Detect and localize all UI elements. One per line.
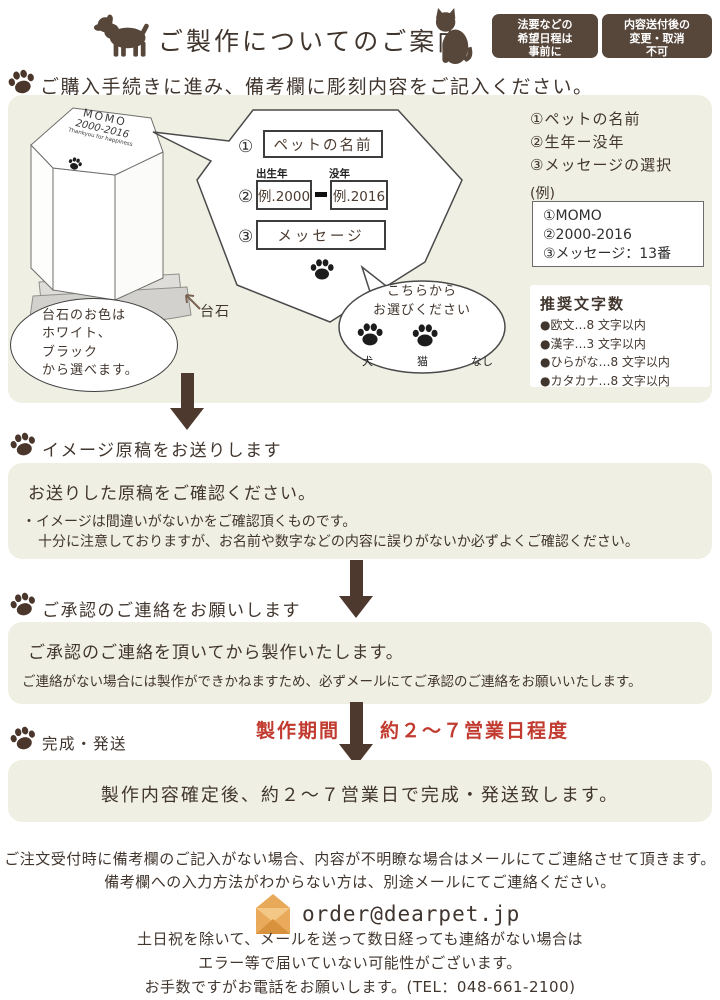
option-cat-label: 猫: [417, 355, 428, 368]
contact-email: order@dearpet.jp: [302, 902, 521, 926]
step2-line1: お送りした原稿をご確認ください。: [28, 484, 316, 504]
example-label: (例): [530, 186, 555, 202]
step4-panel: 製作内容確定後、約２～７営業日で完成・発送致します。: [8, 760, 712, 822]
step2-panel: お送りした原稿をご確認ください。 ・イメージは間違いがないかをご確認頂くものです…: [8, 463, 712, 559]
flow-arrow-down: [339, 702, 373, 766]
form-paw-icon: [310, 259, 334, 280]
step1-panel: MOMO 2000-2016 Thankyou for happiness 台石…: [8, 95, 712, 403]
engraving-form-balloon: [152, 109, 463, 323]
base-label: 台石: [200, 304, 230, 320]
step-number-2: ②: [238, 187, 254, 207]
flow-arrow-down: [339, 560, 373, 618]
engraving-legend: ①ペットの名前 ②生年ー没年 ③メッセージの選択: [530, 110, 673, 174]
base-color-bubble-text: 台石のお色は ホワイト、 ブラック から選べます。: [42, 308, 139, 379]
step3-line2: ご連絡がない場合には製作ができかねますため、必ずメールにてご承認のご連絡をお願い…: [22, 674, 642, 690]
step3-panel: ご承認のご連絡を頂いてから製作いたします。 ご連絡がない場合には製作ができかねま…: [8, 622, 712, 704]
production-period-label: 製作期間: [256, 720, 341, 742]
choose-bubble-text: こちらから お選びください: [372, 284, 471, 318]
option-none-label: なし: [471, 355, 493, 368]
recommended-characters-box: 推奨文字数 ●欧文…8 文字以内 ●漢字…3 文字以内 ●ひらがな…8 文字以内…: [530, 285, 710, 388]
step3-heading: ご承認のご連絡をお願いします: [42, 601, 301, 621]
base-color-bubble: [10, 298, 178, 392]
footer-note-2: 備考欄への入力方法がわからない方は、別途メールにてご連絡ください。: [104, 873, 616, 891]
step3-line1: ご承認のご連絡を頂いてから製作いたします。: [28, 643, 404, 663]
step4-heading: 完成・発送: [42, 735, 128, 753]
birth-year-label: 出生年: [256, 168, 288, 180]
notice-badge-no-change: 内容送付後の 変更・取消 不可: [602, 14, 712, 58]
step2-heading: イメージ原稿をお送りします: [42, 441, 283, 461]
cat-paw-option-icon: [412, 324, 438, 347]
paw-icon: [8, 724, 38, 752]
paw-icon: [8, 590, 38, 618]
step-number-1: ①: [238, 137, 254, 157]
dog-icon: [93, 14, 149, 57]
recommended-characters-title: 推奨文字数: [540, 295, 626, 313]
flow-arrow-down: [170, 373, 204, 430]
step2-line3: 十分に注意しておりますが、お名前や数字などの内容に誤りがないか必ずよくご確認くだ…: [38, 534, 639, 550]
footer-note-1: ご注文受付時に備考欄のご記入がない場合、内容が不明瞭な場合はメールにてご連絡させ…: [4, 850, 716, 868]
memorial-stone-illustration: [28, 107, 192, 327]
death-year-label: 没年: [329, 168, 350, 180]
footer-note-4: エラー等で届いていない可能性がございます。: [198, 954, 522, 972]
base-pointer-arrow-icon: [185, 294, 201, 310]
notice-badge-schedule: 法要などの 希望日程は 事前に: [492, 14, 598, 58]
production-period-value: 約２～７営業日程度: [380, 720, 570, 742]
footer-note-3: 土日祝を除いて、メールを送って数日経っても連絡がない場合は: [136, 930, 584, 948]
paw-icon: [8, 430, 38, 458]
step-number-3: ③: [238, 227, 254, 247]
footer-note-5-phone: お手数ですがお電話をお願いします。(TEL：048-661-2100): [144, 978, 576, 996]
message-field: メッセージ: [256, 220, 386, 250]
death-year-field: 例.2016: [330, 180, 388, 210]
step1-heading: ご購入手続きに進み、備考欄に彫刻内容をご記入ください。: [40, 76, 594, 98]
cat-icon: [435, 8, 473, 64]
dog-paw-option-icon: [357, 323, 383, 346]
option-dog-label: 犬: [362, 355, 373, 368]
year-separator: [315, 192, 327, 197]
birth-year-field: 例.2000: [256, 180, 312, 210]
page-title: ご製作についてのご案内: [158, 27, 466, 56]
paw-icon: [6, 67, 38, 97]
step2-line2: ・イメージは間違いがないかをご確認頂くものです。: [22, 514, 357, 530]
recommended-characters-list: ●欧文…8 文字以内 ●漢字…3 文字以内 ●ひらがな…8 文字以内 ●カタカナ…: [540, 318, 670, 388]
email-envelope-icon: [256, 894, 290, 934]
step4-box-text: 製作内容確定後、約２～７営業日で完成・発送致します。: [100, 785, 620, 806]
example-box: ①MOMO ②2000-2016 ③メッセージ：13番: [532, 201, 704, 267]
pet-name-field: ペットの名前: [263, 130, 383, 158]
